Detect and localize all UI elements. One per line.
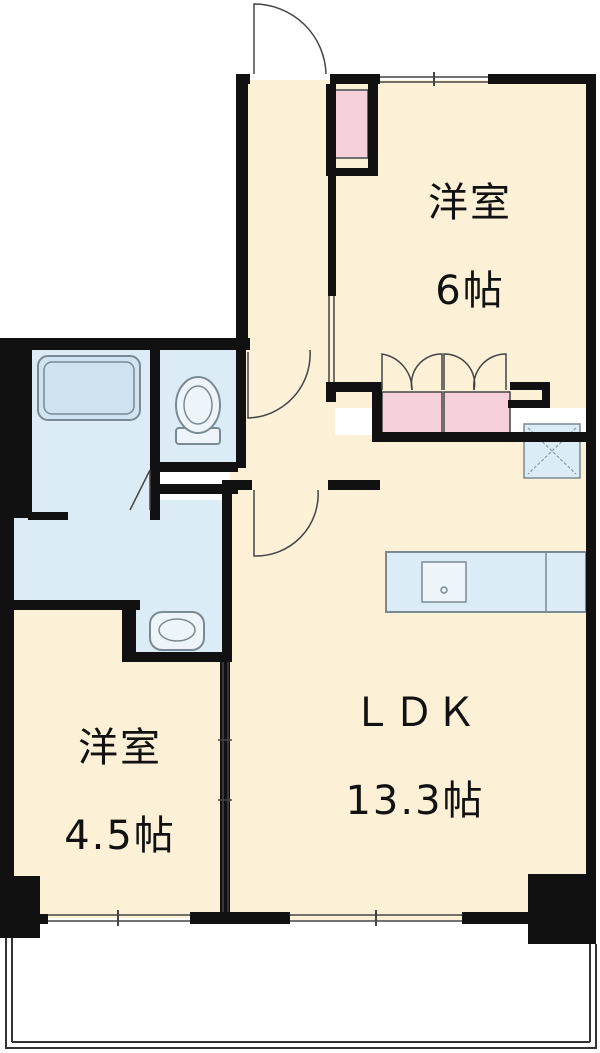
wall xyxy=(586,74,596,874)
wall xyxy=(0,338,14,938)
ldk-door-swing xyxy=(253,489,319,557)
hall-floor xyxy=(245,80,335,490)
wall xyxy=(542,382,550,408)
toilet-door-swing xyxy=(247,349,311,419)
room-name: 洋室 xyxy=(78,725,162,771)
wall xyxy=(488,74,596,84)
wall xyxy=(122,600,136,660)
wall xyxy=(0,338,250,350)
closet-right xyxy=(443,391,511,435)
wall xyxy=(160,462,238,472)
wall xyxy=(510,382,550,390)
wall xyxy=(14,600,140,610)
balcony-railing xyxy=(5,938,597,1049)
room-label-western-4-5: 洋室 4.5帖 xyxy=(40,715,200,861)
wall xyxy=(12,876,40,938)
wall xyxy=(14,338,32,518)
wall xyxy=(326,382,336,402)
windows xyxy=(48,72,488,926)
doors xyxy=(129,3,507,557)
wall xyxy=(190,912,290,924)
washbasin-bowl xyxy=(158,618,196,642)
closet-door-2 xyxy=(410,353,443,391)
wall xyxy=(222,480,232,660)
storage xyxy=(333,89,511,435)
closet-left xyxy=(381,391,443,435)
room-size: 13.3帖 xyxy=(345,778,485,824)
wall xyxy=(40,914,48,924)
wall xyxy=(328,480,380,490)
wall xyxy=(236,74,248,349)
wall xyxy=(372,432,588,442)
wall xyxy=(528,874,596,944)
wall xyxy=(508,400,550,408)
room-label-western-6: 洋室 6帖 xyxy=(405,170,535,316)
closet-door-4 xyxy=(473,353,507,391)
bathtub xyxy=(37,355,141,421)
toilet-bowl-inner xyxy=(183,385,213,425)
room-name: ＬＤＫ xyxy=(352,690,478,736)
ldk-floor xyxy=(230,435,590,920)
toilet-bowl xyxy=(175,376,221,434)
walls xyxy=(0,74,596,944)
fixtures xyxy=(37,355,587,651)
wall xyxy=(220,660,230,916)
wall xyxy=(160,484,238,494)
wall xyxy=(326,168,378,176)
wall xyxy=(326,84,336,174)
wall xyxy=(236,348,246,468)
kitchen-counter xyxy=(385,551,587,613)
wall xyxy=(326,382,382,392)
wall xyxy=(28,512,68,520)
room-name: 洋室 xyxy=(428,180,512,226)
kitchen-sink xyxy=(421,561,467,603)
wall xyxy=(330,74,380,84)
balcony xyxy=(5,938,597,1049)
wall xyxy=(328,176,336,296)
wall xyxy=(372,382,382,442)
wall xyxy=(122,652,232,662)
room-size: 4.5帖 xyxy=(64,813,176,859)
bath-door-line xyxy=(129,469,151,511)
wall xyxy=(150,348,160,520)
room-size: 6帖 xyxy=(435,268,505,314)
sink-drain xyxy=(440,586,448,594)
entrance-door-swing xyxy=(253,3,327,75)
room-label-ldk: ＬＤＫ 13.3帖 xyxy=(325,680,505,826)
entrance-shoe-closet xyxy=(333,89,369,159)
washbasin xyxy=(149,611,205,651)
bathtub-inner xyxy=(43,361,135,415)
wall xyxy=(462,912,528,924)
wall xyxy=(368,84,378,174)
